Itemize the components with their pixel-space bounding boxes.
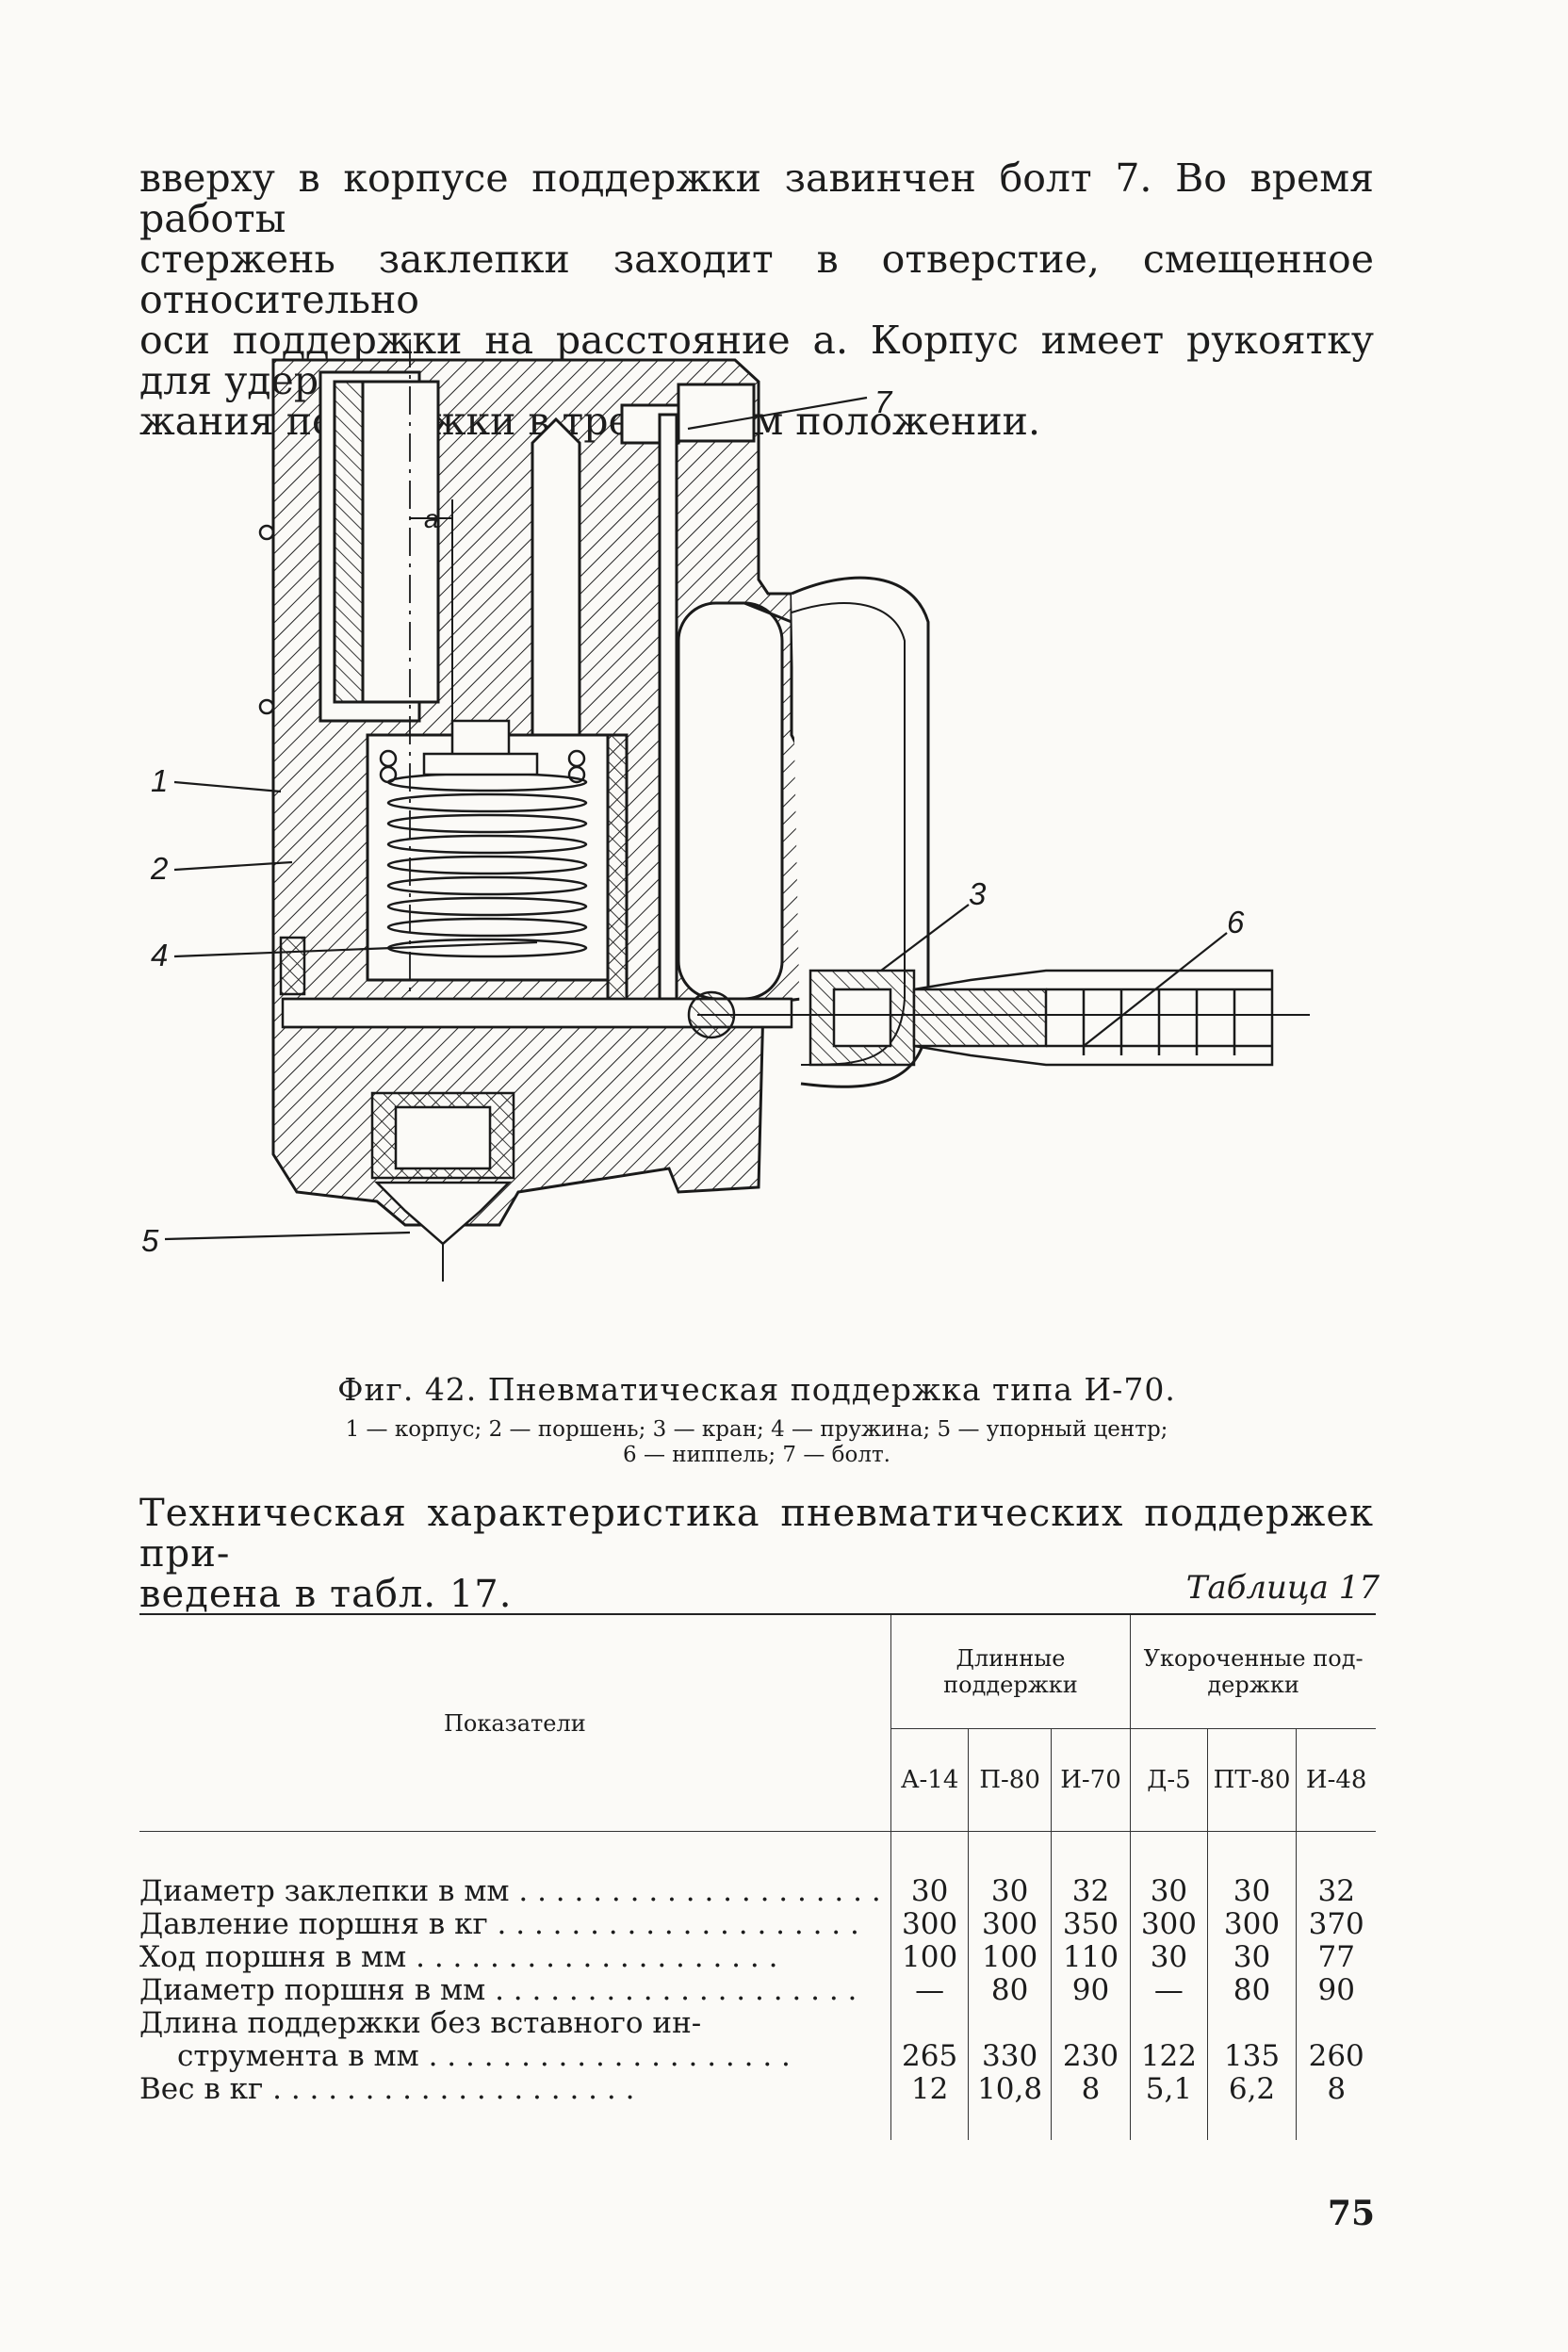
- row-label: Давление поршня в кг . . . . . . . . . .…: [139, 1908, 859, 1941]
- table-row: Диаметр заклепки в мм . . . . . . . . . …: [139, 1831, 1376, 1908]
- table-intro-line: Техническая характеристика пневматически…: [139, 1492, 1374, 1576]
- cell: 330: [968, 2007, 1052, 2073]
- table-row: Ход поршня в мм . . . . . . . . . . . . …: [139, 1941, 1376, 1974]
- cell: 300: [1130, 1908, 1208, 1941]
- cell: 300: [968, 1908, 1052, 1941]
- cell: 32: [1050, 1831, 1131, 1908]
- callout-3: 3: [969, 876, 987, 911]
- cell: 350: [1050, 1908, 1131, 1941]
- cell: 12: [910, 2072, 949, 2106]
- table-row: Вес в кг . . . . . . . . . . . . . . . .…: [139, 2073, 1376, 2140]
- cell: 8: [1296, 2073, 1376, 2140]
- cell: 230: [1050, 2007, 1131, 2073]
- specs-table: Показатели Длинные поддержки Укороченные…: [139, 1613, 1376, 2140]
- table-row: Давление поршня в кг . . . . . . . . . .…: [139, 1908, 1376, 1941]
- row-label: Ход поршня в мм . . . . . . . . . . . . …: [139, 1941, 778, 1974]
- callout-6: 6: [1227, 905, 1245, 939]
- dimension-a-label: a: [424, 504, 439, 533]
- column-header: И-70: [1050, 1728, 1131, 1832]
- cell: 80: [1206, 1974, 1297, 2007]
- cell: 265: [902, 2039, 958, 2073]
- callout-2: 2: [150, 851, 168, 886]
- row-label: Вес в кг . . . . . . . . . . . . . . . .…: [139, 2073, 635, 2106]
- cell: —: [1130, 1974, 1208, 2007]
- cell: 110: [1050, 1941, 1131, 1974]
- cell: —: [915, 1973, 945, 2007]
- cell: 100: [968, 1941, 1052, 1974]
- page-number: 75: [1327, 2194, 1375, 2233]
- table-row: Длина поддержки без вставного ин- струме…: [139, 2007, 1376, 2073]
- cell: 8: [1050, 2073, 1131, 2140]
- cell: 90: [1050, 1974, 1131, 2007]
- callout-7: 7: [874, 384, 893, 419]
- index-header: Показатели: [139, 1614, 891, 1832]
- column-header: П-80: [968, 1728, 1052, 1832]
- intro-line: стержень заклепки заходит в отверстие, с…: [139, 237, 1374, 322]
- cell: 30: [1206, 1831, 1297, 1908]
- column-header: ПТ-80: [1206, 1728, 1297, 1832]
- cell: 80: [968, 1974, 1052, 2007]
- column-header: И-48: [1296, 1728, 1376, 1832]
- figure-caption: Фиг. 42. Пневматическая поддержка типа И…: [337, 1371, 1176, 1408]
- row-label: Длина поддержки без вставного ин-: [139, 2007, 702, 2040]
- cell: 30: [1130, 1941, 1208, 1974]
- table-row: Диаметр поршня в мм . . . . . . . . . . …: [139, 1974, 1376, 2007]
- cell: 30: [910, 1874, 949, 1908]
- callout-1: 1: [151, 763, 168, 798]
- figure-legend-line: 6 — ниппель; 7 — болт.: [623, 1443, 890, 1467]
- pneumatic-support-drawing: 1 2 4 5 3 6 7 a: [141, 339, 1310, 1282]
- cell: 100: [902, 1940, 958, 1974]
- table-label: Таблица 17: [1185, 1569, 1380, 1607]
- cell: 135: [1206, 2007, 1297, 2073]
- intro-line: вверху в корпусе поддержки завинчен болт…: [139, 155, 1374, 241]
- cell: 5,1: [1130, 2073, 1208, 2140]
- callout-5: 5: [141, 1223, 159, 1258]
- figure-legend-line: 1 — корпус; 2 — поршень; 3 — кран; 4 — п…: [345, 1417, 1168, 1442]
- row-label-cont: струмента в мм . . . . . . . . . . . . .…: [177, 2040, 791, 2073]
- table-intro-paragraph: Техническая характеристика пневматически…: [139, 1494, 1374, 1615]
- cell: 32: [1296, 1831, 1376, 1908]
- cell: 90: [1296, 1974, 1376, 2007]
- cell: 30: [1206, 1941, 1297, 1974]
- cell: 300: [1206, 1908, 1297, 1941]
- row-label: Диаметр заклепки в мм . . . . . . . . . …: [139, 1875, 881, 1908]
- leader-lines: [164, 396, 1228, 1241]
- cell: 30: [968, 1831, 1052, 1908]
- group-header-short: Укороченные под-держки: [1130, 1614, 1376, 1729]
- column-header: Д-5: [1130, 1728, 1208, 1832]
- cell: 6,2: [1206, 2073, 1297, 2140]
- callout-4: 4: [151, 938, 168, 972]
- cell: 370: [1296, 1908, 1376, 1941]
- cell: 260: [1296, 2007, 1376, 2073]
- cell: 10,8: [968, 2073, 1052, 2140]
- table-intro-line: ведена в табл. 17.: [139, 1573, 513, 1616]
- row-label: Диаметр поршня в мм . . . . . . . . . . …: [139, 1974, 858, 2007]
- cell: 300: [902, 1907, 958, 1941]
- cell: 122: [1130, 2007, 1208, 2073]
- column-header: А-14: [900, 1766, 959, 1794]
- cell: 30: [1130, 1831, 1208, 1908]
- group-header-long: Длинные поддержки: [890, 1614, 1132, 1729]
- cell: 77: [1296, 1941, 1376, 1974]
